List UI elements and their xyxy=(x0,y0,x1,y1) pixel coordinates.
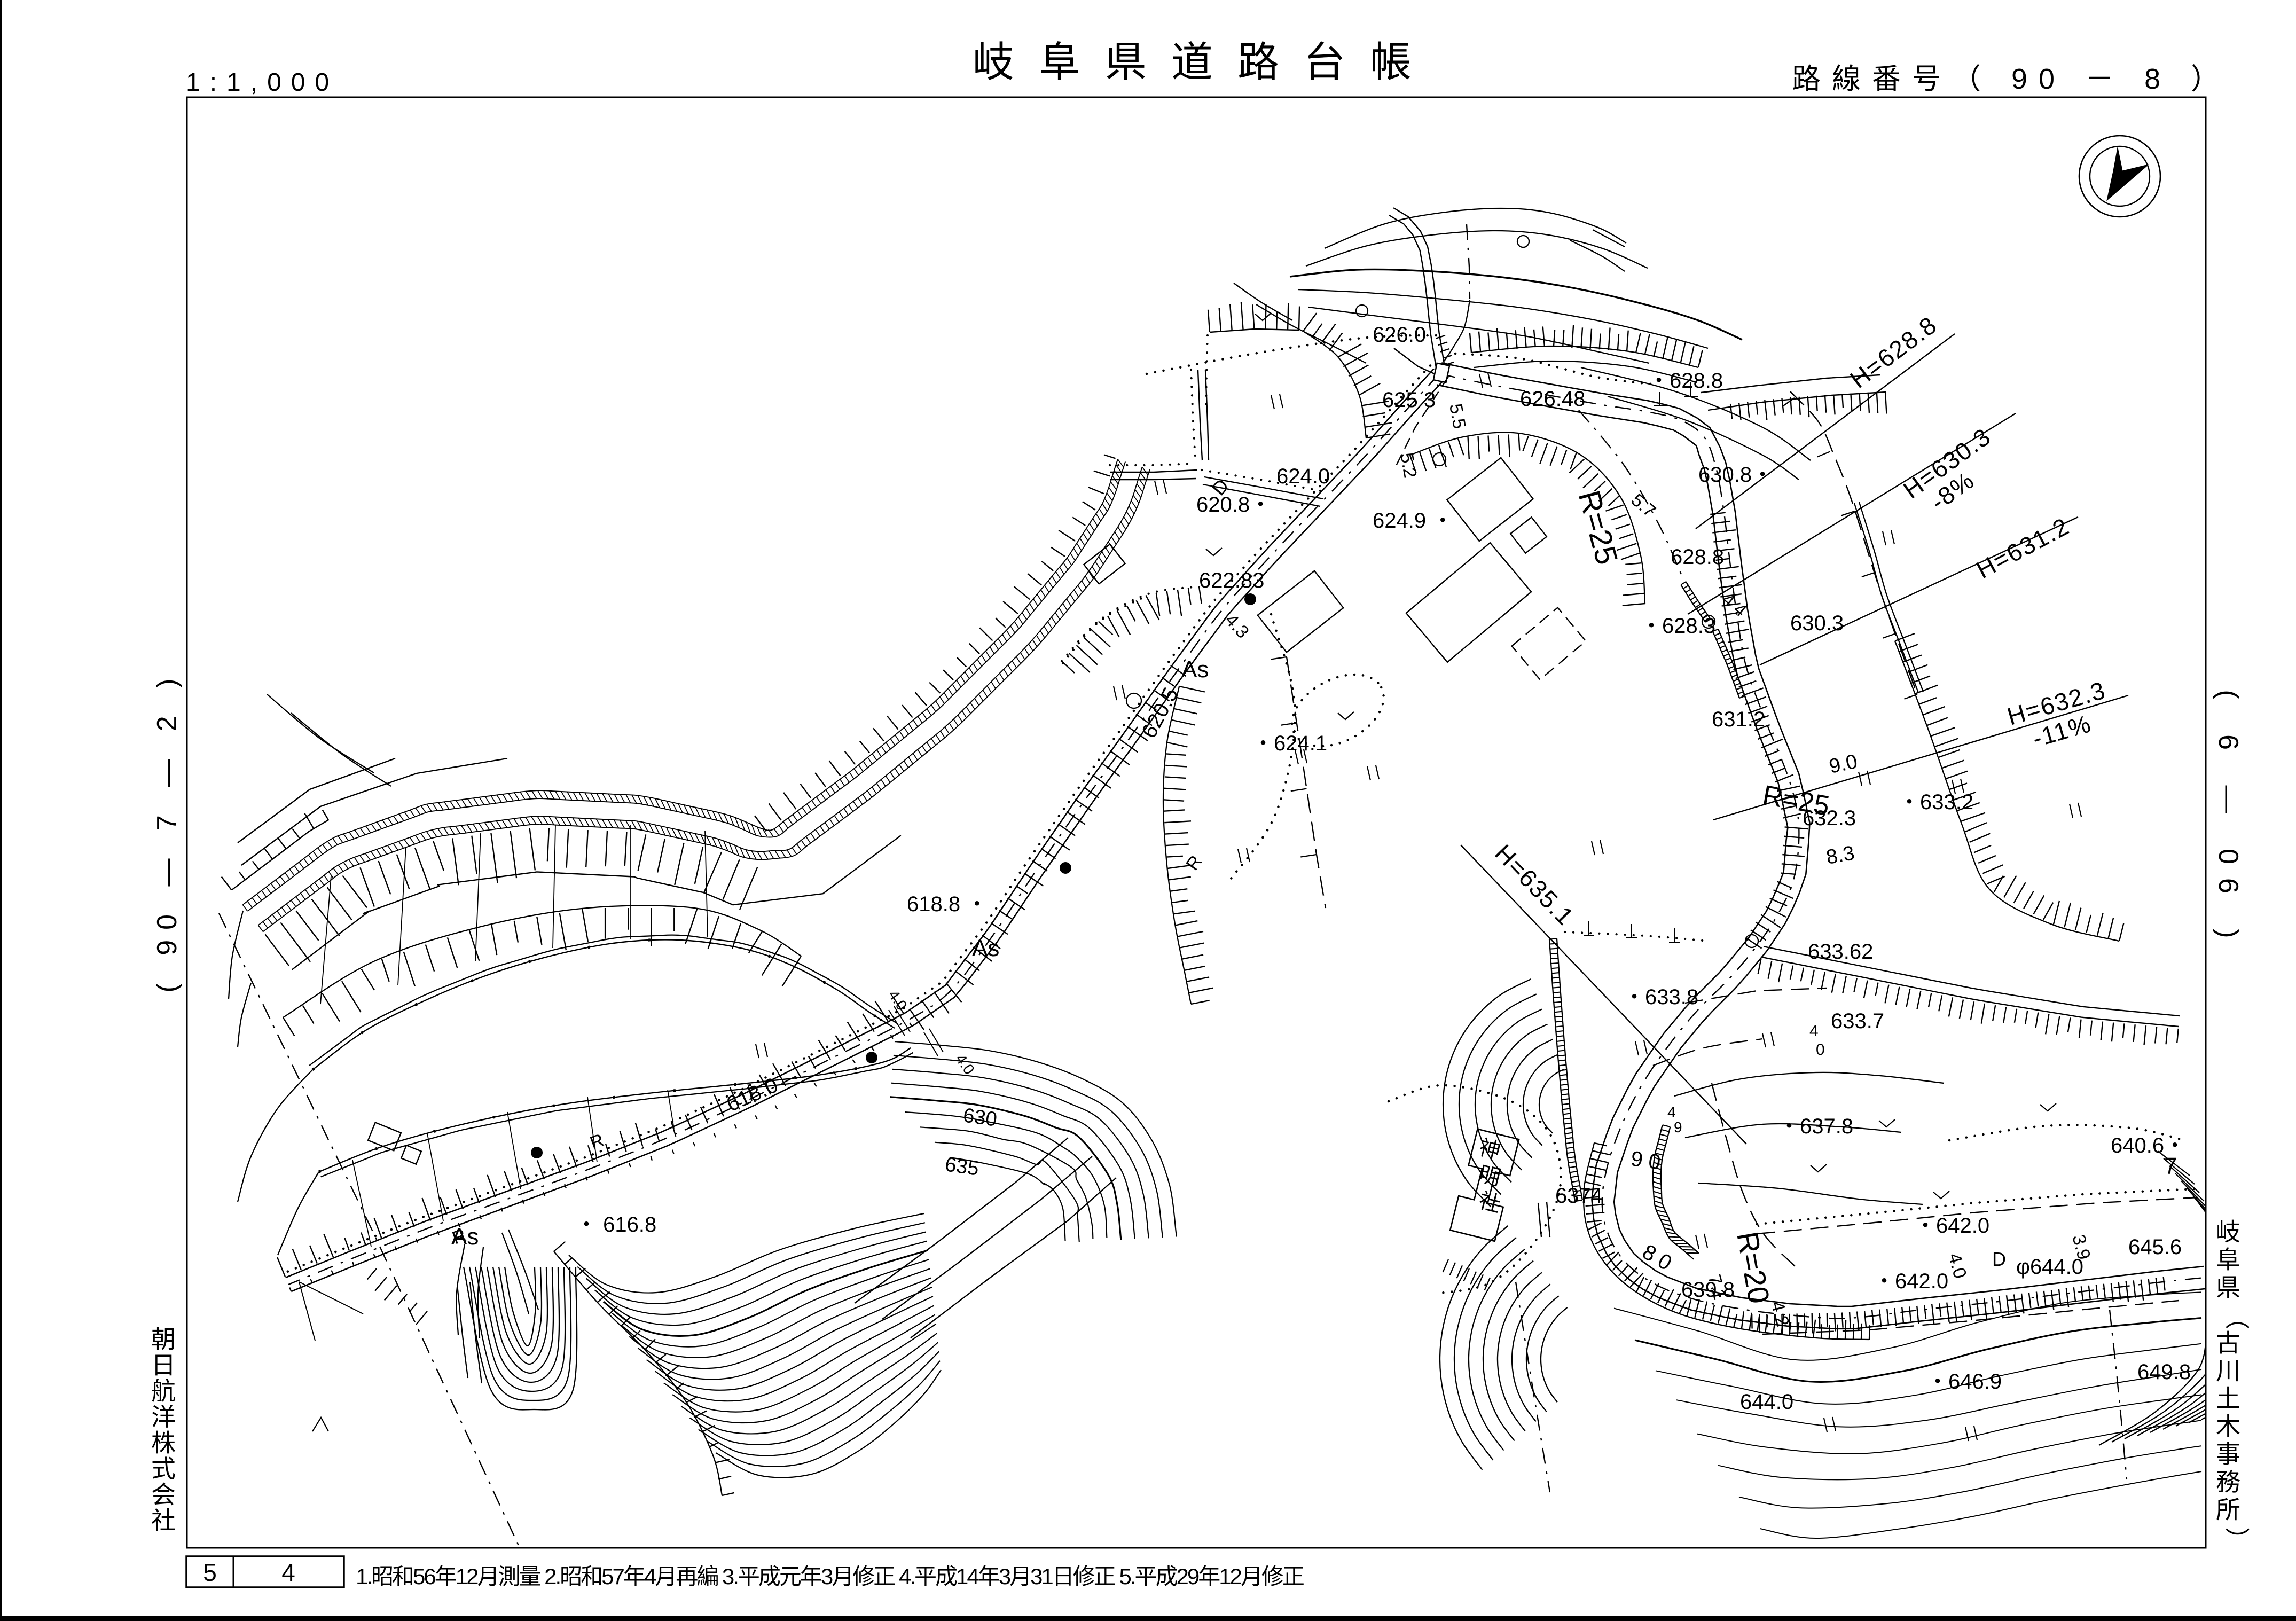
svg-text:632.3: 632.3 xyxy=(1803,806,1856,830)
svg-text:649.8: 649.8 xyxy=(2137,1360,2191,1384)
svg-text:As: As xyxy=(451,1224,479,1250)
svg-text:務: 務 xyxy=(2216,1468,2240,1496)
svg-text:・633.8: ・633.8 xyxy=(1624,985,1698,1009)
svg-text:639.8: 639.8 xyxy=(1681,1278,1735,1302)
svg-text:5.5: 5.5 xyxy=(1445,402,1470,430)
svg-text:4: 4 xyxy=(281,1559,295,1586)
svg-text:625 3: 625 3 xyxy=(1382,388,1436,412)
svg-text:木: 木 xyxy=(2216,1413,2240,1440)
svg-text:φ644.0: φ644.0 xyxy=(2016,1255,2083,1279)
svg-text:・637.8: ・637.8 xyxy=(1778,1115,1853,1138)
svg-text:( 90 ― 7 ― 2 ): ( 90 ― 7 ― 2 ) xyxy=(152,669,183,993)
svg-text:624.0: 624.0 xyxy=(1276,465,1330,488)
svg-text:古: 古 xyxy=(2216,1329,2240,1357)
svg-text:631.2: 631.2 xyxy=(1712,708,1765,731)
svg-text:川: 川 xyxy=(2216,1357,2240,1385)
svg-text:7: 7 xyxy=(2164,1153,2177,1179)
svg-text:（: （ xyxy=(2223,1305,2251,1329)
svg-text:635: 635 xyxy=(944,1153,981,1180)
svg-text:630.8・: 630.8・ xyxy=(1698,463,1773,487)
svg-text:628.8: 628.8 xyxy=(1671,545,1724,569)
svg-text:朝: 朝 xyxy=(151,1326,176,1353)
svg-text:）: ） xyxy=(2223,1527,2251,1552)
svg-text:4: 4 xyxy=(1809,1022,1819,1040)
svg-text:会: 会 xyxy=(151,1481,176,1509)
svg-text:航: 航 xyxy=(151,1377,176,1405)
svg-text:618.8 ・: 618.8 ・ xyxy=(907,892,988,916)
svg-text:洋: 洋 xyxy=(151,1403,176,1431)
svg-text:5: 5 xyxy=(203,1559,217,1586)
svg-text:644.0: 644.0 xyxy=(1740,1390,1793,1414)
svg-text:9 0: 9 0 xyxy=(1629,1147,1662,1174)
svg-text:626.48: 626.48 xyxy=(1520,387,1585,411)
svg-text:・ 616.8: ・ 616.8 xyxy=(576,1213,656,1236)
svg-text:624.9 ・: 624.9 ・ xyxy=(1373,509,1453,532)
svg-text:4: 4 xyxy=(1667,1104,1676,1121)
svg-text:9: 9 xyxy=(1674,1119,1682,1136)
svg-text:8.3: 8.3 xyxy=(1824,842,1856,869)
svg-text:岐: 岐 xyxy=(2216,1218,2240,1246)
svg-text:土: 土 xyxy=(2216,1385,2240,1413)
svg-text:1.昭和56年12月測量 2.昭和57年4月再編 3.平成元: 1.昭和56年12月測量 2.昭和57年4月再編 3.平成元年3月修正 4.平成… xyxy=(356,1564,1304,1589)
svg-text:・646.9: ・646.9 xyxy=(1927,1370,2002,1393)
svg-text:As: As xyxy=(972,935,999,961)
svg-text:622.83: 622.83 xyxy=(1199,569,1264,592)
svg-text:社: 社 xyxy=(151,1507,176,1534)
svg-text:0: 0 xyxy=(1816,1041,1825,1059)
svg-text:D: D xyxy=(1992,1248,2006,1270)
svg-text:岐阜県道路台帳: 岐阜県道路台帳 xyxy=(973,38,1436,85)
svg-text:640.6・: 640.6・ xyxy=(2111,1134,2185,1157)
svg-text:As: As xyxy=(1181,656,1209,683)
svg-text:所: 所 xyxy=(2216,1496,2240,1524)
svg-text:( 6 ― 06 ): ( 6 ― 06 ) xyxy=(2213,690,2244,952)
svg-text:630.3: 630.3 xyxy=(1790,612,1844,635)
svg-text:1:1,000: 1:1,000 xyxy=(186,68,339,97)
svg-text:633.62: 633.62 xyxy=(1808,940,1873,964)
svg-text:6374: 6374 xyxy=(1555,1184,1603,1208)
svg-text:式: 式 xyxy=(151,1455,176,1483)
svg-text:・642.0: ・642.0 xyxy=(1874,1270,1948,1293)
svg-text:626.0: 626.0 xyxy=(1373,323,1426,347)
svg-text:630: 630 xyxy=(962,1104,999,1131)
svg-text:・642.0: ・642.0 xyxy=(1915,1214,1989,1238)
svg-text:5.2: 5.2 xyxy=(1396,451,1421,480)
svg-text:620.8・: 620.8・ xyxy=(1196,493,1271,516)
svg-text:事: 事 xyxy=(2216,1440,2240,1468)
svg-text:路線番号（ 90 － 8 ）: 路線番号（ 90 － 8 ） xyxy=(1792,63,2231,95)
svg-text:県: 県 xyxy=(2216,1274,2240,1302)
svg-text:阜: 阜 xyxy=(2216,1246,2240,1274)
svg-text:・624.1: ・624.1 xyxy=(1252,732,1327,755)
svg-text:645.6: 645.6 xyxy=(2128,1235,2182,1259)
svg-text:・628.8: ・628.8 xyxy=(1648,369,1723,393)
svg-text:日: 日 xyxy=(151,1351,176,1379)
svg-text:・633.2: ・633.2 xyxy=(1899,790,1973,814)
svg-text:株: 株 xyxy=(151,1429,176,1457)
svg-text:633.7: 633.7 xyxy=(1831,1009,1884,1033)
